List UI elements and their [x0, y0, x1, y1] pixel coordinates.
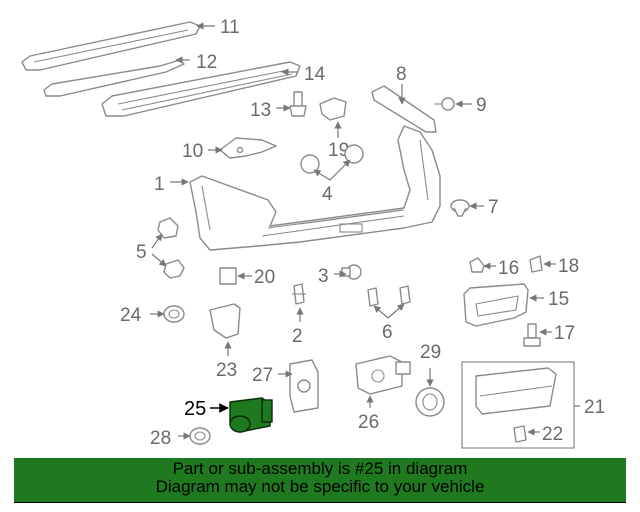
- callout-1: 1: [154, 174, 165, 195]
- callout-14: 14: [304, 64, 326, 85]
- callout-13: 13: [250, 100, 271, 121]
- part-28-ring: [178, 427, 211, 445]
- callout-21: 21: [584, 397, 605, 418]
- part-4-caps: [300, 144, 364, 181]
- part-19-bracket: [319, 97, 347, 138]
- callout-16: 16: [498, 258, 519, 279]
- callout-8: 8: [396, 64, 407, 85]
- callout-18: 18: [558, 256, 579, 277]
- part-25-sensor-highlighted[interactable]: [210, 397, 273, 433]
- part-15-side-cover: [463, 283, 544, 327]
- part-1-bumper-cover: [170, 125, 441, 251]
- callout-22: 22: [542, 424, 563, 445]
- part-14-step-plate: [101, 61, 301, 117]
- part-13-bolt: [276, 91, 307, 117]
- callout-25: 25: [184, 398, 206, 420]
- callout-3: 3: [318, 266, 329, 287]
- part-11-rail: [21, 21, 215, 71]
- callout-4: 4: [322, 184, 333, 205]
- part-3-nut: [334, 264, 362, 280]
- callout-17: 17: [554, 323, 575, 344]
- callout-2: 2: [292, 326, 303, 347]
- callout-20: 20: [254, 267, 275, 288]
- callout-27: 27: [252, 365, 273, 386]
- callout-9: 9: [476, 95, 487, 116]
- part-22-clip: [513, 425, 540, 443]
- callout-10: 10: [182, 141, 203, 162]
- info-banner: Part or sub-assembly is #25 in diagram D…: [14, 458, 626, 503]
- callout-19: 19: [328, 140, 349, 161]
- part-9-screw: [434, 97, 472, 111]
- parts-diagram: 11 12 14 13 19 8 9 10: [21, 17, 605, 449]
- banner-line-2: Diagram may not be specific to your vehi…: [155, 477, 485, 496]
- part-17-screw: [523, 323, 552, 347]
- callout-5: 5: [136, 242, 147, 263]
- part-21-inset: [461, 361, 580, 449]
- part-5-retainers: [151, 217, 185, 279]
- part-23-panel: [209, 303, 241, 356]
- part-20-pad: [219, 267, 252, 285]
- part-27-sensor-bracket: [278, 359, 319, 413]
- part-6-clips: [367, 285, 411, 319]
- callout-29: 29: [420, 342, 441, 363]
- callout-15: 15: [548, 289, 569, 310]
- part-12-strip: [43, 56, 190, 97]
- callout-11: 11: [220, 17, 240, 38]
- callout-12: 12: [196, 52, 217, 73]
- banner-line-1: Part or sub-assembly is #25 in diagram: [172, 459, 468, 478]
- callout-6: 6: [382, 322, 393, 343]
- part-7-clip: [450, 199, 484, 217]
- part-29-grommet: [415, 368, 445, 417]
- part-26-module: [355, 355, 411, 408]
- callout-24: 24: [120, 305, 142, 326]
- callout-26: 26: [358, 412, 379, 433]
- part-24-plug: [150, 305, 185, 323]
- callout-7: 7: [488, 197, 499, 218]
- part-2-clip: [292, 283, 306, 322]
- part-10-bracket: [208, 137, 277, 159]
- part-8-side-bracket: [371, 84, 437, 133]
- part-18-clip: [529, 255, 556, 273]
- callout-23: 23: [216, 360, 237, 381]
- callout-28: 28: [150, 428, 171, 449]
- part-16-clip: [469, 257, 496, 273]
